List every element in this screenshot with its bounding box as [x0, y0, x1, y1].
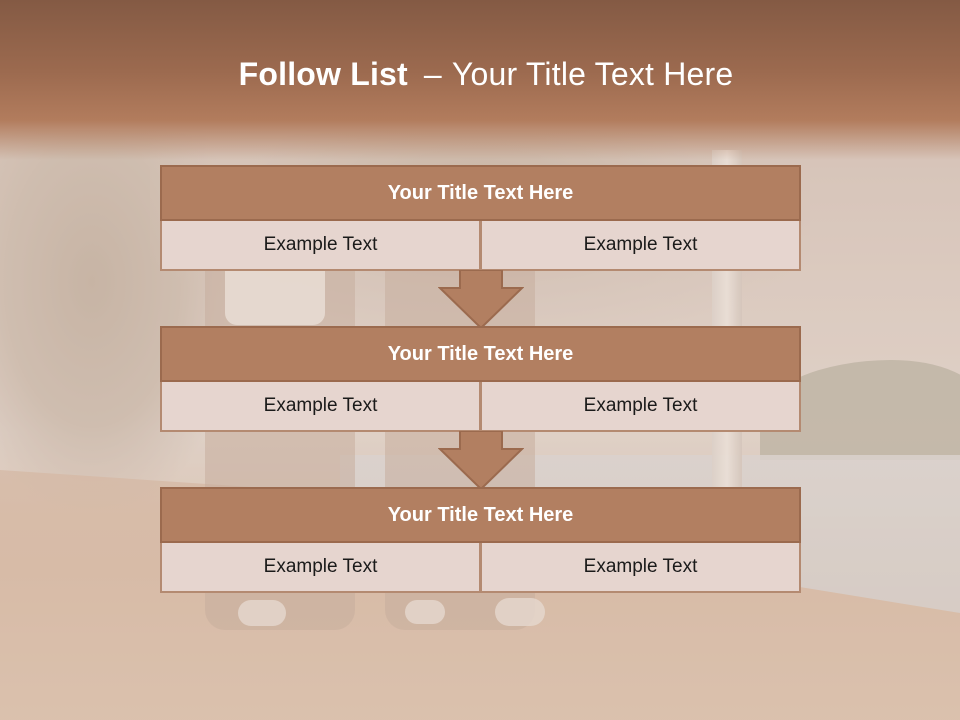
flow-block-right-text: Example Text	[481, 543, 801, 593]
flow-block-left-text: Example Text	[160, 543, 481, 593]
slide-title-rest: Your Title Text Here	[451, 56, 734, 92]
flow-block-row: Example Text Example Text	[160, 221, 801, 271]
flow-block-row: Example Text Example Text	[160, 382, 801, 432]
flow-block-title: Your Title Text Here	[160, 326, 801, 382]
flow-block-right-text: Example Text	[481, 221, 801, 271]
flow-block-row: Example Text Example Text	[160, 543, 801, 593]
header-band	[0, 0, 960, 160]
slide-title-bold: Follow List	[238, 56, 408, 92]
background-shoe	[405, 600, 445, 624]
flow-block-1: Your Title Text Here Example Text Exampl…	[160, 165, 801, 271]
flow-block-title: Your Title Text Here	[160, 487, 801, 543]
background-shoe	[238, 600, 286, 626]
flow-block-right-text: Example Text	[481, 382, 801, 432]
flow-block-left-text: Example Text	[160, 221, 481, 271]
flow-block-2: Your Title Text Here Example Text Exampl…	[160, 326, 801, 432]
down-arrow-icon	[438, 270, 524, 330]
slide-title: Follow List–Your Title Text Here	[0, 56, 960, 93]
flow-block-left-text: Example Text	[160, 382, 481, 432]
flow-block-3: Your Title Text Here Example Text Exampl…	[160, 487, 801, 593]
flow-block-title: Your Title Text Here	[160, 165, 801, 221]
background-shoe	[495, 598, 545, 626]
slide-title-dash: –	[423, 56, 442, 92]
down-arrow-icon	[438, 431, 524, 491]
